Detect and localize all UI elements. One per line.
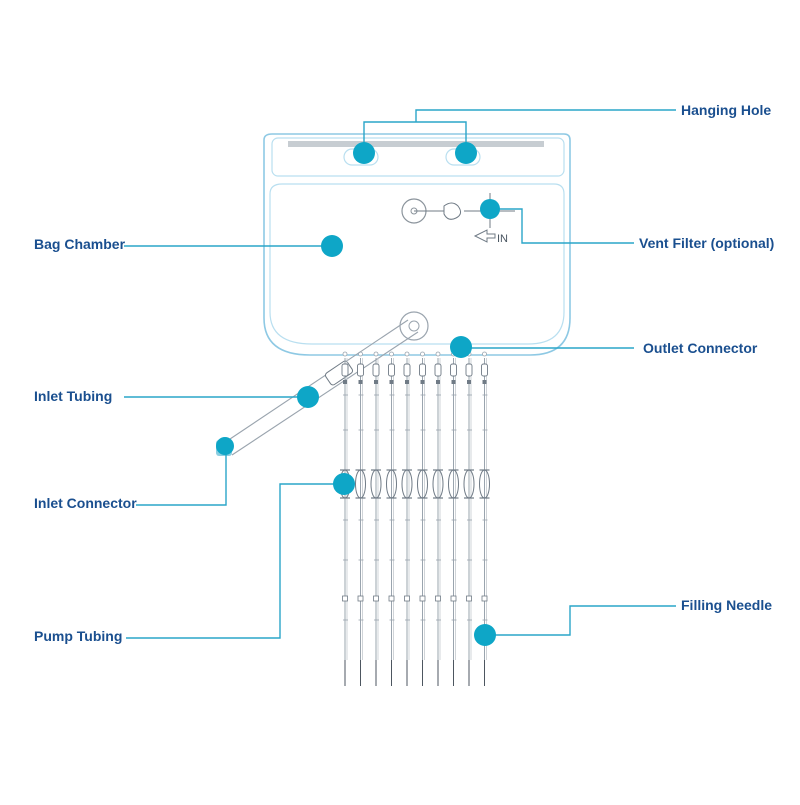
lead-hanging-hole xyxy=(363,121,467,152)
needle-clip xyxy=(374,380,378,384)
arrow-in-icon xyxy=(473,229,496,243)
label-inlet-connector: Inlet Connector xyxy=(34,495,137,511)
needle-connector xyxy=(481,363,488,377)
needle-connector xyxy=(341,363,349,377)
inlet-clamp xyxy=(324,360,354,386)
needle-line xyxy=(448,358,459,686)
dot-inlet-tubing xyxy=(297,386,319,408)
inlet-tube-top xyxy=(223,319,409,444)
needle-connector xyxy=(357,363,364,377)
outlet-port xyxy=(404,351,410,357)
label-hanging-hole: Hanging Hole xyxy=(681,102,772,118)
label-outlet-connector: Outlet Connector xyxy=(643,340,758,356)
outlet-port xyxy=(435,351,441,357)
in-marker: IN xyxy=(497,233,508,245)
outlet-port xyxy=(482,351,487,357)
vent-clamp xyxy=(443,202,462,220)
needle-hub xyxy=(481,595,488,602)
outlet-port xyxy=(342,351,348,357)
needle-hub xyxy=(357,595,364,602)
lead-hanging-hole-main xyxy=(415,109,676,122)
needle-clip xyxy=(389,380,394,384)
needle-line xyxy=(401,358,413,686)
needle-line xyxy=(355,358,366,686)
needle-hub xyxy=(373,595,379,602)
needle-hub xyxy=(388,595,395,602)
dot-hanging-hole-left xyxy=(353,142,375,164)
needle-connector xyxy=(434,363,442,377)
dot-vent-filter xyxy=(480,199,500,219)
needle-clip xyxy=(451,380,456,384)
lead-pump-tubing xyxy=(126,483,344,639)
needle-line xyxy=(417,358,428,686)
callouts xyxy=(124,109,676,639)
dot-outlet-connector xyxy=(450,336,472,358)
needle-hub xyxy=(342,595,348,602)
callout-dots xyxy=(216,142,500,646)
label-inlet-tubing: Inlet Tubing xyxy=(34,388,113,404)
needle-clip xyxy=(405,380,409,384)
needle-hub xyxy=(435,595,441,602)
seal-bar xyxy=(288,141,544,147)
lead-vent-filter xyxy=(490,208,634,244)
vent-filter-assembly xyxy=(401,193,515,243)
outlet-port xyxy=(389,351,394,357)
needle-connector xyxy=(372,363,380,377)
label-pump-tubing: Pump Tubing xyxy=(34,628,123,644)
needle-hub xyxy=(404,595,410,602)
needle-connector xyxy=(403,363,411,377)
inlet-port-hole xyxy=(408,320,420,332)
needle-connector xyxy=(419,363,426,377)
dot-filling-needle xyxy=(474,624,496,646)
needle-clip xyxy=(467,380,471,384)
bag-outline xyxy=(263,133,571,356)
dot-inlet-connector xyxy=(216,437,234,455)
needle-array xyxy=(339,358,490,686)
label-vent-filter: Vent Filter (optional) xyxy=(639,235,775,251)
needle-connector xyxy=(388,363,395,377)
needle-clip xyxy=(436,380,440,384)
needle-line xyxy=(432,358,444,686)
dot-bag-chamber xyxy=(321,235,343,257)
lead-inlet-connector xyxy=(136,447,227,506)
label-bag-chamber: Bag Chamber xyxy=(34,236,126,252)
needle-line xyxy=(479,358,490,686)
dot-pump-tubing xyxy=(333,473,355,495)
lead-filling-needle xyxy=(485,605,676,636)
needle-connector xyxy=(465,363,473,377)
needle-clip xyxy=(482,380,487,384)
hanging-strip xyxy=(271,137,565,177)
outlet-port xyxy=(420,351,425,357)
needle-clip xyxy=(358,380,363,384)
needle-hub xyxy=(466,595,472,602)
needle-connector xyxy=(450,363,457,377)
needle-line xyxy=(386,358,397,686)
needle-clip xyxy=(343,380,347,384)
needle-hub xyxy=(450,595,457,602)
bag-chamber-outline xyxy=(269,183,565,345)
label-filling-needle: Filling Needle xyxy=(681,597,773,613)
inlet-tube-bottom xyxy=(231,331,419,456)
needle-line xyxy=(339,358,351,686)
needle-clip xyxy=(420,380,425,384)
needle-line xyxy=(463,358,475,686)
dot-hanging-hole-right xyxy=(455,142,477,164)
outlet-port xyxy=(373,351,379,357)
needle-hub xyxy=(419,595,426,602)
needle-line xyxy=(370,358,382,686)
